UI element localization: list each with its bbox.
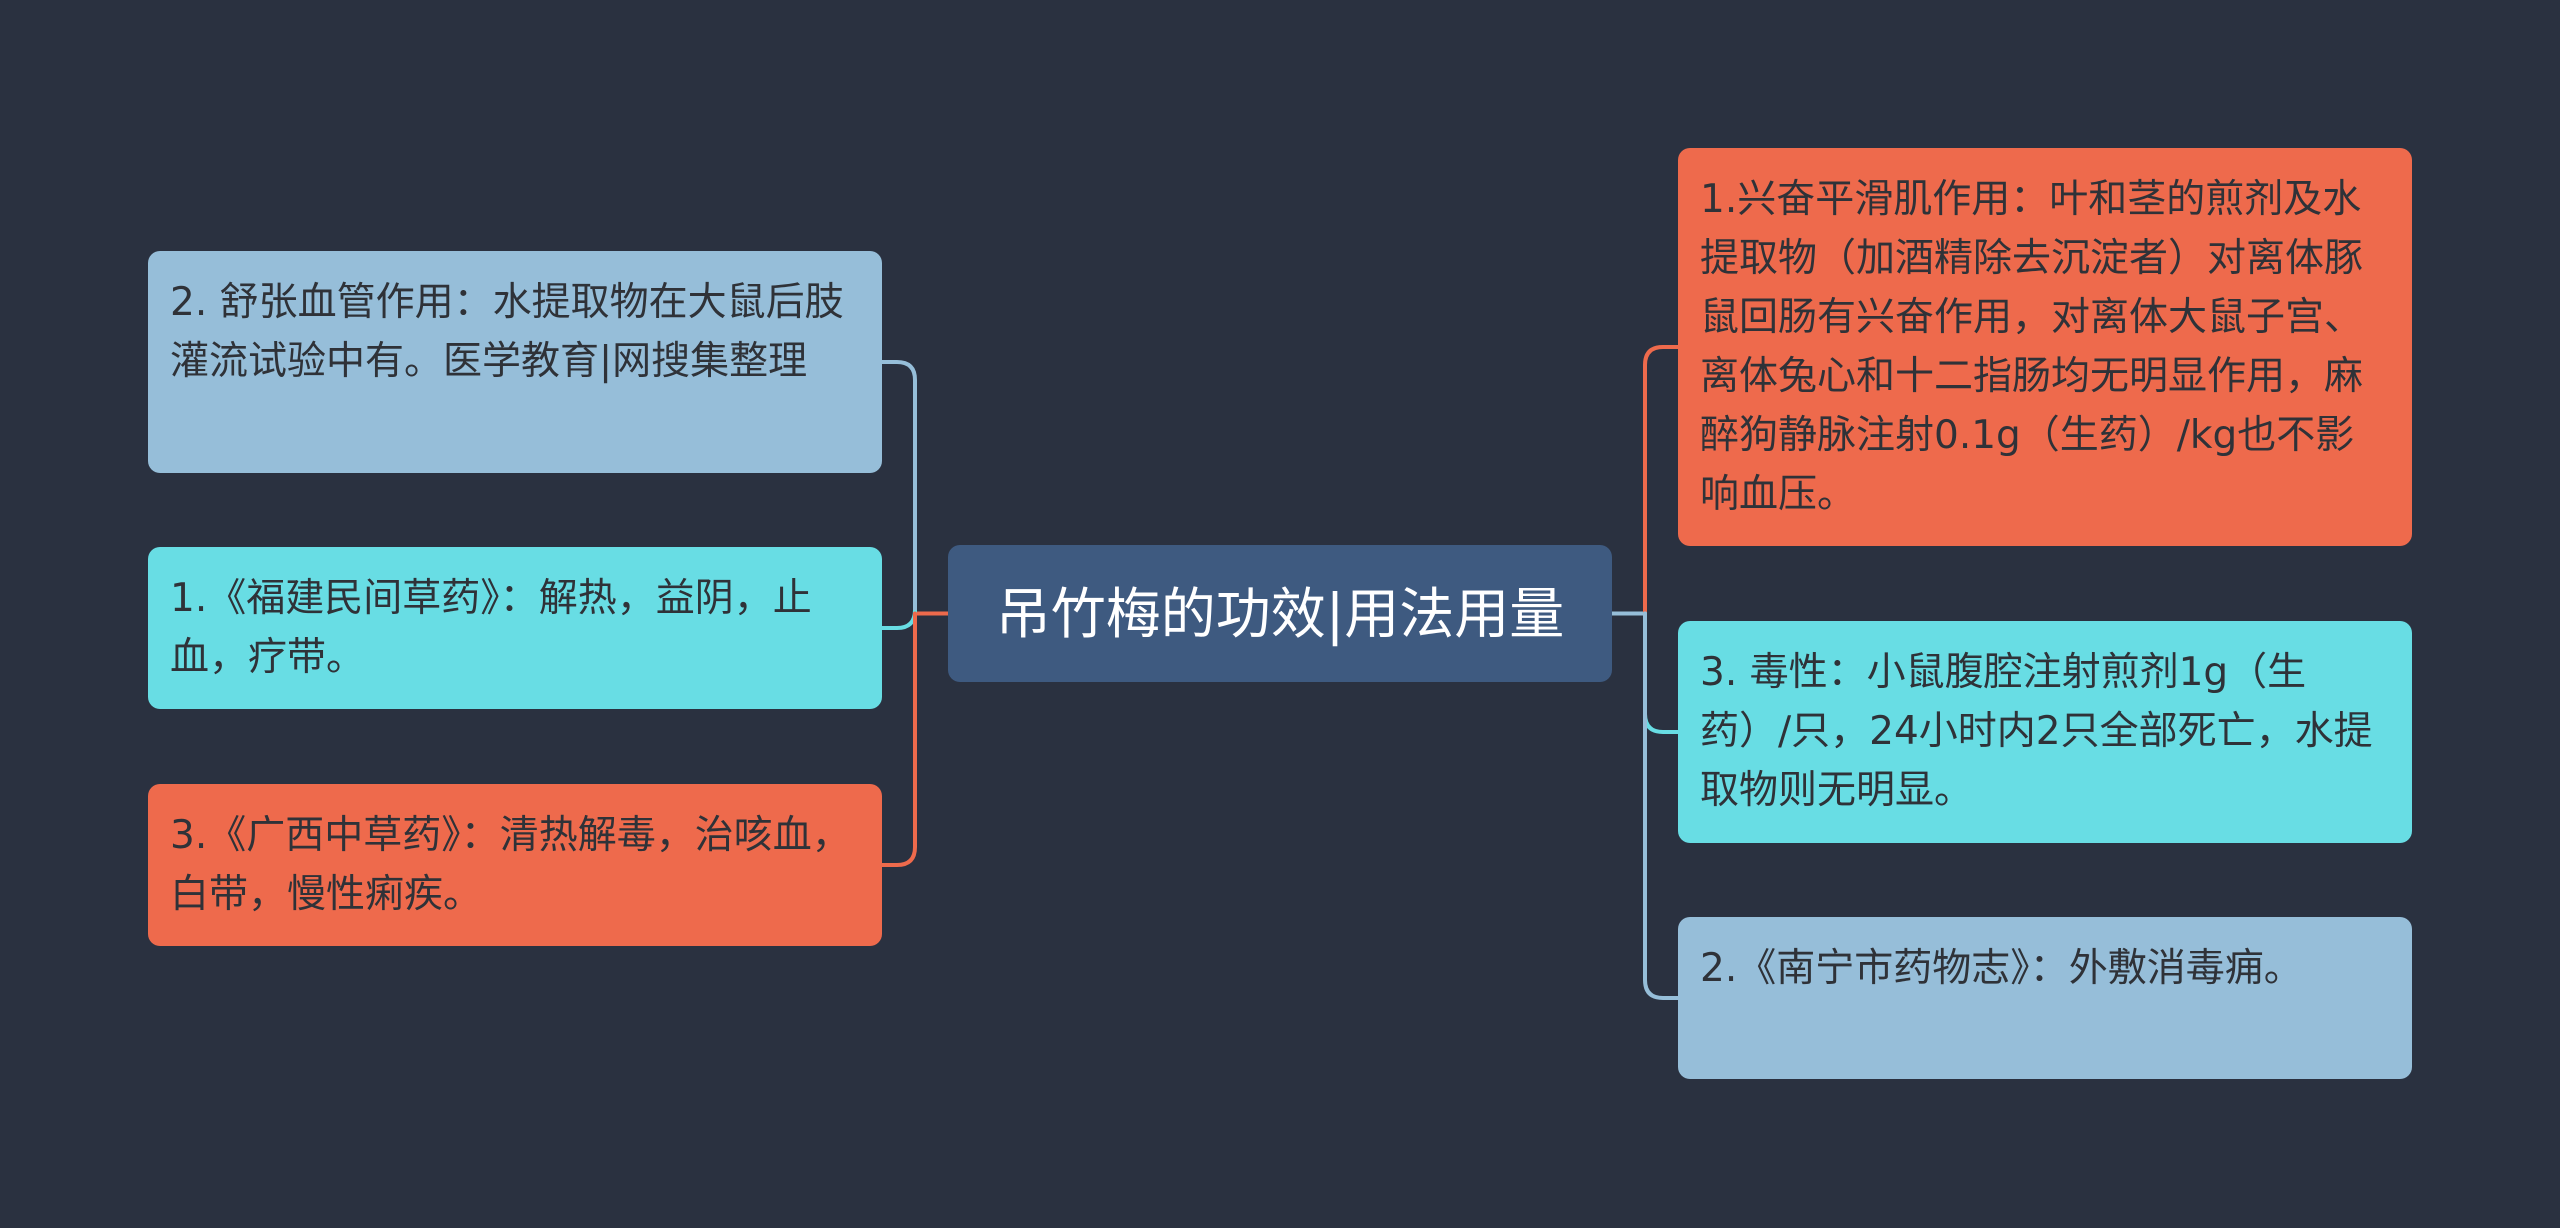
branch-node-label: 3. 毒性：小鼠腹腔注射煎剂1g（生药）/只，24小时内2只全部死亡，水提取物则… [1700,650,2373,813]
root-node-label: 吊竹梅的功效|用法用量 [995,581,1565,646]
branch-node-label: 2. 舒张血管作用：水提取物在大鼠后肢灌流试验中有。医学教育|网搜集整理 [170,280,844,384]
branch-node-vasodilation[interactable]: 2. 舒张血管作用：水提取物在大鼠后肢灌流试验中有。医学教育|网搜集整理 [148,251,882,473]
branch-node-smooth-muscle[interactable]: 1.兴奋平滑肌作用：叶和茎的煎剂及水提取物（加酒精除去沉淀者）对离体豚鼠回肠有兴… [1678,148,2412,546]
branch-node-label: 1.《福建民间草药》：解热，益阴，止血，疗带。 [170,576,812,680]
branch-node-toxicity[interactable]: 3. 毒性：小鼠腹腔注射煎剂1g（生药）/只，24小时内2只全部死亡，水提取物则… [1678,621,2412,843]
connector-right-2 [1643,611,1680,1000]
branch-node-fujian-herbal[interactable]: 1.《福建民间草药》：解热，益阴，止血，疗带。 [148,547,882,709]
branch-node-label: 2.《南宁市药物志》：外敷消毒痈。 [1700,946,2303,991]
connector-left-2 [880,611,917,867]
connector-left-0 [880,360,917,616]
branch-node-label: 1.兴奋平滑肌作用：叶和茎的煎剂及水提取物（加酒精除去沉淀者）对离体豚鼠回肠有兴… [1700,177,2364,517]
branch-node-guangxi-herbal[interactable]: 3.《广西中草药》：清热解毒，治咳血，白带，慢性痢疾。 [148,784,882,946]
connector-left-1 [880,609,917,630]
connector-right-1 [1643,611,1680,734]
branch-node-nanning-materia[interactable]: 2.《南宁市药物志》：外敷消毒痈。 [1678,917,2412,1079]
connector-right-0 [1643,345,1680,616]
branch-node-label: 3.《广西中草药》：清热解毒，治咳血，白带，慢性痢疾。 [170,813,851,917]
root-node[interactable]: 吊竹梅的功效|用法用量 [948,545,1612,682]
